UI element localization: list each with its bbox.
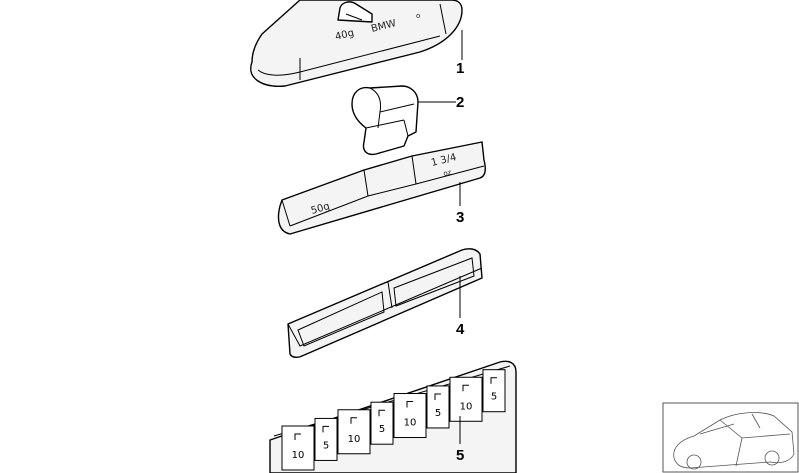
- strip-segment: 10: [337, 409, 371, 455]
- part-1-weight-stamp: 40g: [334, 28, 355, 43]
- strip-segment: 10: [393, 393, 427, 439]
- strip-segment-block: [314, 417, 338, 461]
- strip-segment-label: 10: [348, 434, 361, 445]
- strip-segment-label: 5: [323, 440, 329, 451]
- strip-segment-label: 10: [404, 418, 417, 429]
- strip-segment: 10: [449, 376, 483, 422]
- strip-segment-block: [426, 385, 450, 429]
- strip-segment-tab: [350, 417, 357, 424]
- callout-4: 4: [456, 321, 465, 338]
- callout-3: 3: [456, 209, 464, 226]
- strip-segment-tab: [294, 433, 301, 440]
- strip-segment-block: [393, 393, 427, 439]
- part-5-segmented-strip: 10 5 10 5 10 5 10 5: [269, 360, 517, 473]
- strip-segment: 5: [426, 385, 450, 429]
- thumbnail-frame: [662, 402, 799, 473]
- strip-segment-label: 10: [292, 450, 305, 461]
- strip-segment: 5: [482, 369, 506, 413]
- callout-5: 5: [456, 447, 464, 464]
- callout-1: 1: [456, 60, 464, 77]
- strip-segment-block: [337, 409, 371, 455]
- strip-segment-block: [449, 376, 483, 422]
- strip-segment-label: 5: [491, 392, 497, 403]
- part-2-spring-clip: [351, 85, 419, 156]
- strip-segment-label: 5: [435, 408, 441, 419]
- car-outline-icon: [673, 412, 795, 470]
- strip-segment-tab: [462, 384, 469, 392]
- part-1-clip-on-weight: 40g BMW o: [250, 0, 463, 87]
- part-3-adhesive-strip: 50g 1 3/4 oz: [277, 141, 486, 235]
- part-3-weight-stamp: 50g: [310, 201, 331, 217]
- strip-segment-label: 10: [460, 401, 473, 412]
- strip-segment-tab: [434, 393, 441, 400]
- part-1-small-mark: o: [416, 12, 420, 20]
- car-thumbnail: [662, 402, 799, 473]
- strip-segment-tab: [490, 377, 497, 384]
- strip-segment-label: 5: [379, 424, 385, 435]
- strip-segment-block: [281, 425, 315, 471]
- callout-2: 2: [456, 94, 464, 111]
- strip-segment-tab: [406, 401, 413, 408]
- segment-group: 10 5 10 5 10 5 10 5: [281, 369, 506, 471]
- strip-segment-tab: [378, 409, 385, 417]
- part-3-unit-stamp: oz: [443, 168, 453, 178]
- strip-segment: 5: [314, 417, 338, 461]
- strip-segment-tab: [322, 425, 329, 433]
- strip-segment-block: [370, 401, 394, 445]
- strip-segment-block: [482, 369, 506, 413]
- part-4-window-strip: [287, 248, 483, 359]
- strip-segment: 5: [370, 401, 394, 445]
- strip-segment: 10: [281, 425, 315, 471]
